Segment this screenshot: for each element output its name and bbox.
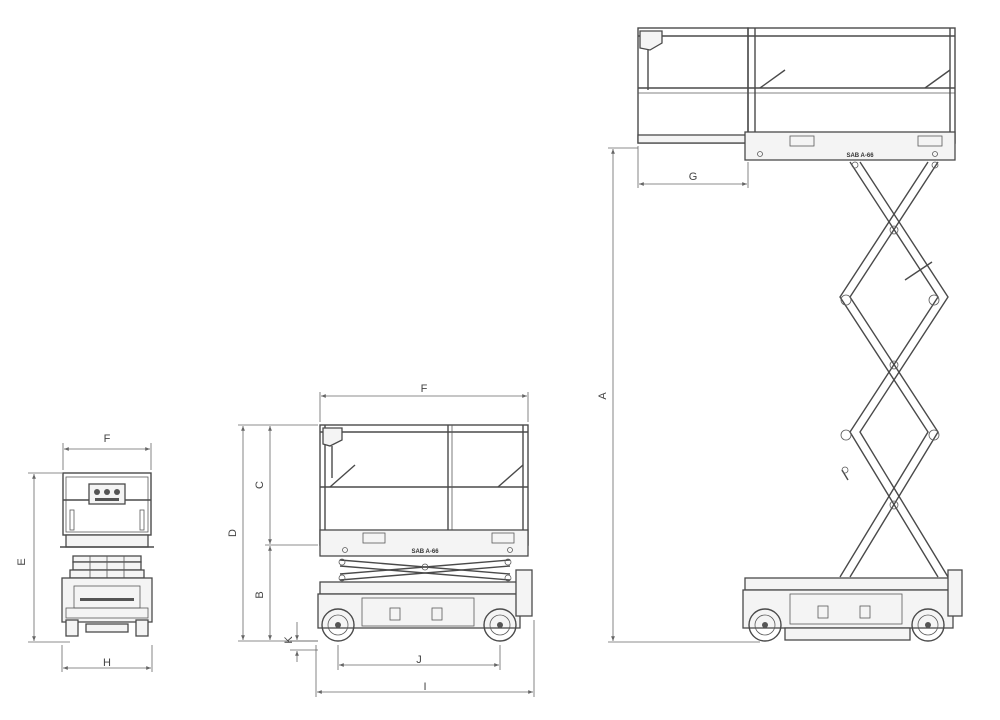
- control-box-side: [322, 427, 343, 447]
- stowed-dimensions: F D C B K J I: [227, 383, 535, 697]
- dim-label-a: A: [597, 392, 609, 400]
- dim-label-c: C: [254, 481, 266, 489]
- dim-label-j: J: [416, 654, 422, 666]
- dim-label-g: G: [689, 171, 698, 183]
- dim-label-f-side: F: [421, 383, 428, 395]
- side-view-stowed: SAB A-66: [317, 424, 533, 642]
- model-label-stowed: SAB A-66: [411, 549, 439, 555]
- dim-label-h: H: [103, 657, 111, 669]
- side-view-raised: SAB A-66: [637, 27, 963, 642]
- model-label-raised: SAB A-66: [846, 153, 874, 159]
- front-dimensions: F E H: [16, 433, 153, 672]
- dim-label-e: E: [16, 558, 28, 565]
- dim-label-d: D: [227, 529, 239, 537]
- scissor-arms: [839, 161, 949, 578]
- dim-label-i: I: [423, 681, 426, 693]
- front-view: [60, 472, 154, 637]
- dim-label-k: K: [283, 636, 295, 644]
- control-box-raised: [639, 30, 663, 51]
- dim-label-f-front: F: [104, 433, 111, 445]
- raised-dimensions: A G: [597, 146, 760, 643]
- dim-label-b: B: [254, 591, 266, 598]
